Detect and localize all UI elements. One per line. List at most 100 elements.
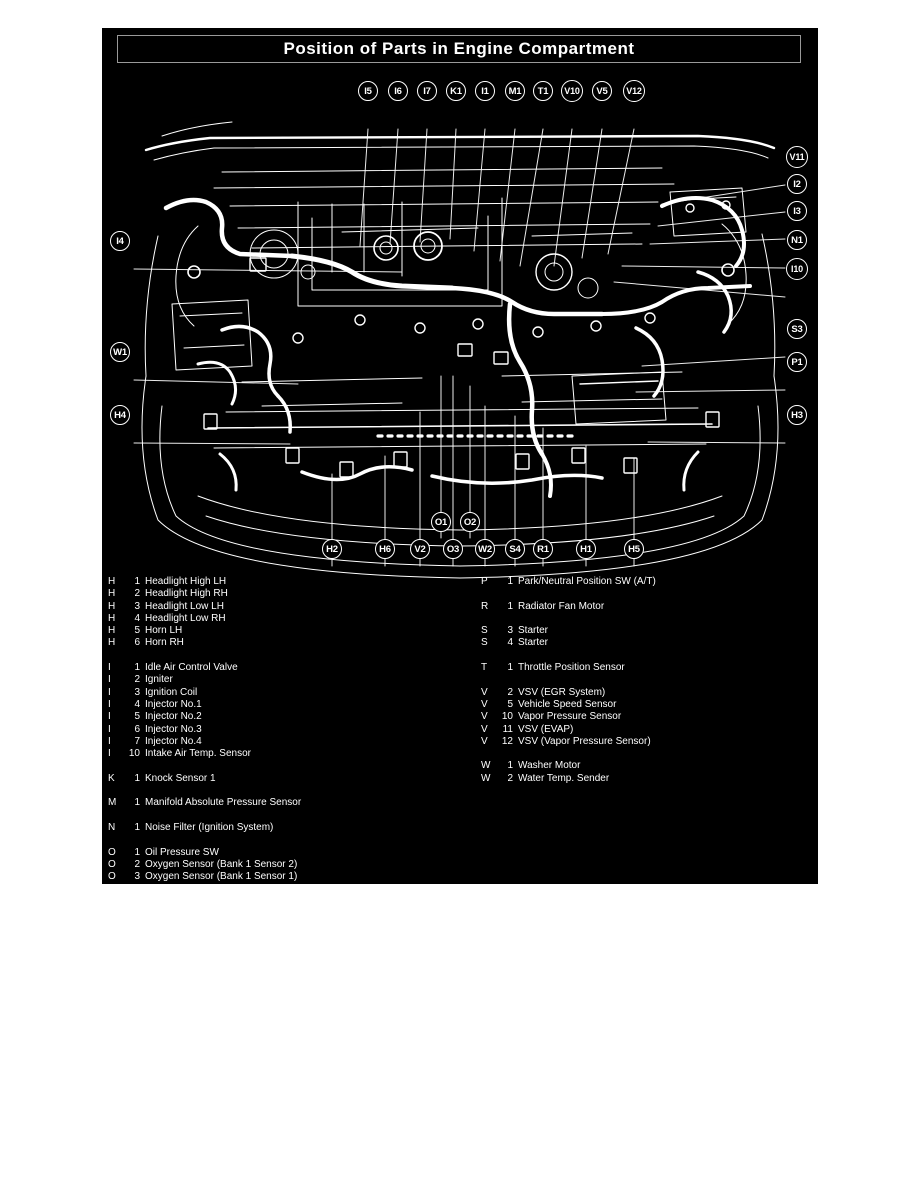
legend-spacer (108, 810, 458, 822)
legend-spacer (481, 748, 811, 760)
callout-h4[interactable]: H4 (110, 405, 130, 425)
legend-code-letter: W (481, 772, 491, 784)
callout-h2[interactable]: H2 (322, 539, 342, 559)
callout-m1[interactable]: M1 (505, 81, 525, 101)
callout-s4[interactable]: S4 (505, 539, 525, 559)
callout-o1[interactable]: O1 (431, 512, 451, 532)
legend-code-letter: H (108, 588, 116, 600)
legend-code-letter: O (108, 871, 116, 883)
callout-i3[interactable]: I3 (787, 201, 807, 221)
callout-p1[interactable]: P1 (787, 352, 807, 372)
callout-o2[interactable]: O2 (460, 512, 480, 532)
callout-k1[interactable]: K1 (446, 81, 466, 101)
callout-h3[interactable]: H3 (787, 405, 807, 425)
legend-part-name: Radiator Fan Motor (518, 600, 605, 612)
legend-code-number: 1 (134, 846, 140, 858)
legend-row-o2: O 2 Oxygen Sensor (Bank 1 Sensor 2) (108, 859, 458, 871)
legend-code-number: 4 (507, 637, 513, 649)
callout-v12[interactable]: V12 (623, 80, 645, 102)
callout-i2[interactable]: I2 (787, 174, 807, 194)
legend-spacer (108, 760, 458, 772)
legend-code-letter: I (108, 686, 111, 698)
callout-v5[interactable]: V5 (592, 81, 612, 101)
legend-part-name: Manifold Absolute Pressure Sensor (145, 797, 302, 809)
legend-part-name: Park/Neutral Position SW (A/T) (518, 576, 656, 587)
legend-part-name: Oil Pressure SW (145, 846, 219, 858)
callout-o3[interactable]: O3 (443, 539, 463, 559)
callout-i10[interactable]: I10 (786, 258, 808, 280)
legend-part-name: Headlight Low LH (145, 600, 224, 612)
legend-spacer (481, 674, 811, 686)
callout-t1[interactable]: T1 (533, 81, 553, 101)
legend-code-letter: V (481, 686, 488, 698)
legend-code-letter: K (108, 772, 115, 784)
legend-code-number: 2 (134, 858, 140, 870)
legend-part-name: Headlight Low RH (145, 612, 226, 624)
callout-w2[interactable]: W2 (475, 539, 495, 559)
legend-code-number: 4 (134, 698, 140, 710)
callout-v2[interactable]: V2 (410, 539, 430, 559)
legend-row-p1: P 1 Park/Neutral Position SW (A/T) (481, 576, 811, 588)
legend-code-letter: N (108, 821, 116, 833)
legend-part-name: Oxygen Sensor (Bank 1 Sensor 1) (145, 871, 298, 883)
legend-code-letter: R (481, 600, 489, 612)
legend-code-letter: H (108, 625, 116, 637)
legend-part-name: Water Temp. Sender (518, 772, 610, 784)
legend-code-number: 5 (134, 625, 140, 637)
legend-code-number: 1 (507, 576, 513, 587)
legend-code-number: 3 (507, 625, 513, 637)
legend-part-name: Igniter (145, 674, 173, 686)
legend-code-number: 6 (134, 637, 140, 649)
callout-v10[interactable]: V10 (561, 80, 583, 102)
legend-part-name: Vapor Pressure Sensor (518, 711, 622, 723)
callout-i1[interactable]: I1 (475, 81, 495, 101)
legend-code-number: 3 (134, 686, 140, 698)
legend-spacer (481, 613, 811, 625)
callout-w1[interactable]: W1 (110, 342, 130, 362)
legend-part-name: Injector No.3 (145, 723, 202, 735)
legend-spacer (108, 650, 458, 662)
legend-row-h5: H 5 Horn LH (108, 625, 458, 637)
legend-code-letter: I (108, 674, 111, 686)
callout-i7[interactable]: I7 (417, 81, 437, 101)
callout-n1[interactable]: N1 (787, 230, 807, 250)
callout-s3[interactable]: S3 (787, 319, 807, 339)
legend-code-letter: P (481, 576, 488, 587)
legend-spacer (481, 588, 811, 600)
callout-i4[interactable]: I4 (110, 231, 130, 251)
legend-code-letter: O (108, 846, 116, 858)
legend-code-number: 11 (502, 723, 513, 735)
callout-h5[interactable]: H5 (624, 539, 644, 559)
callout-h6[interactable]: H6 (375, 539, 395, 559)
page-title: Position of Parts in Engine Compartment (283, 39, 635, 58)
callout-v11[interactable]: V11 (786, 146, 808, 168)
legend-code-number: 5 (134, 711, 140, 723)
legend-code-number: 12 (501, 735, 513, 747)
callout-h1[interactable]: H1 (576, 539, 596, 559)
legend-code-letter: O (108, 858, 116, 870)
legend-part-name: Oxygen Sensor (Bank 1 Sensor 2) (145, 858, 298, 870)
legend-part-name: Horn LH (145, 625, 183, 637)
callout-i5[interactable]: I5 (358, 81, 378, 101)
callout-i6[interactable]: I6 (388, 81, 408, 101)
legend-part-name: Vehicle Speed Sensor (518, 698, 617, 710)
callout-r1[interactable]: R1 (533, 539, 553, 559)
legend-code-letter: I (108, 748, 111, 760)
